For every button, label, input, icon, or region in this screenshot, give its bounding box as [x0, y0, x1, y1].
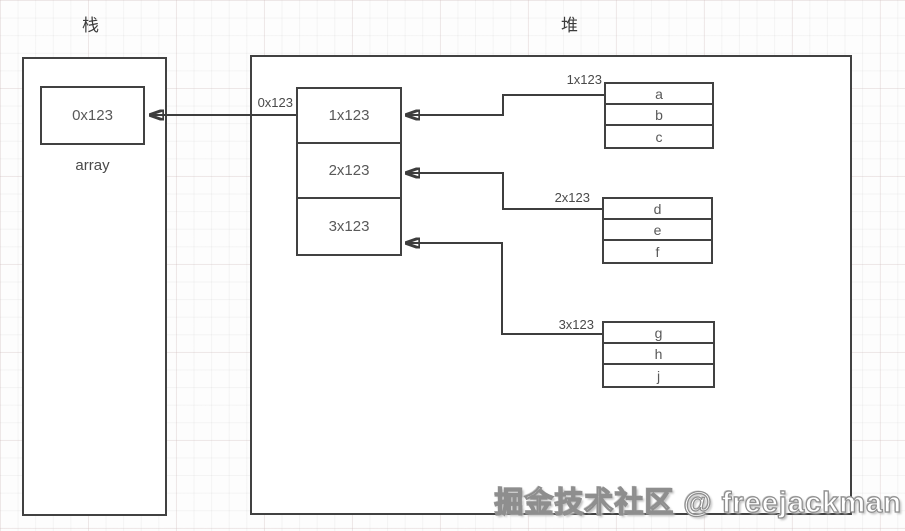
heap-array-block: 1x123 2x123 3x123	[296, 87, 402, 256]
array-cell-1: 2x123	[298, 144, 400, 199]
object1-cell-b: b	[606, 105, 712, 126]
object3-cell-g: g	[604, 323, 713, 344]
object1-cell-a: a	[606, 84, 712, 105]
object3-cell-h: h	[604, 344, 713, 365]
array-cell-2: 3x123	[328, 218, 370, 235]
object2-cell-e: e	[604, 220, 711, 241]
object3-cell-j: j	[656, 367, 661, 384]
object-group-1: a b c	[604, 82, 714, 149]
object2-address-label: 2x123	[554, 190, 590, 205]
heap-region-title: 堆	[561, 16, 579, 35]
heap-array-address-label: 0x123	[257, 95, 293, 110]
object1-cell-c: c	[655, 128, 663, 145]
object-group-3: g h j	[602, 321, 715, 388]
watermark-text: 掘金技术社区 @ freejackman	[494, 486, 902, 519]
object1-address-label: 1x123	[566, 72, 602, 87]
object2-cell-f: f	[655, 243, 660, 260]
array-variable-label: array	[75, 157, 110, 174]
stack-region-title: 栈	[82, 16, 100, 35]
object-group-2: d e f	[602, 197, 713, 264]
object2-cell-d: d	[604, 199, 711, 220]
array-cell-0: 1x123	[298, 89, 400, 144]
stack-pointer-box: 0x123	[40, 86, 145, 145]
object3-address-label: 3x123	[558, 317, 594, 332]
